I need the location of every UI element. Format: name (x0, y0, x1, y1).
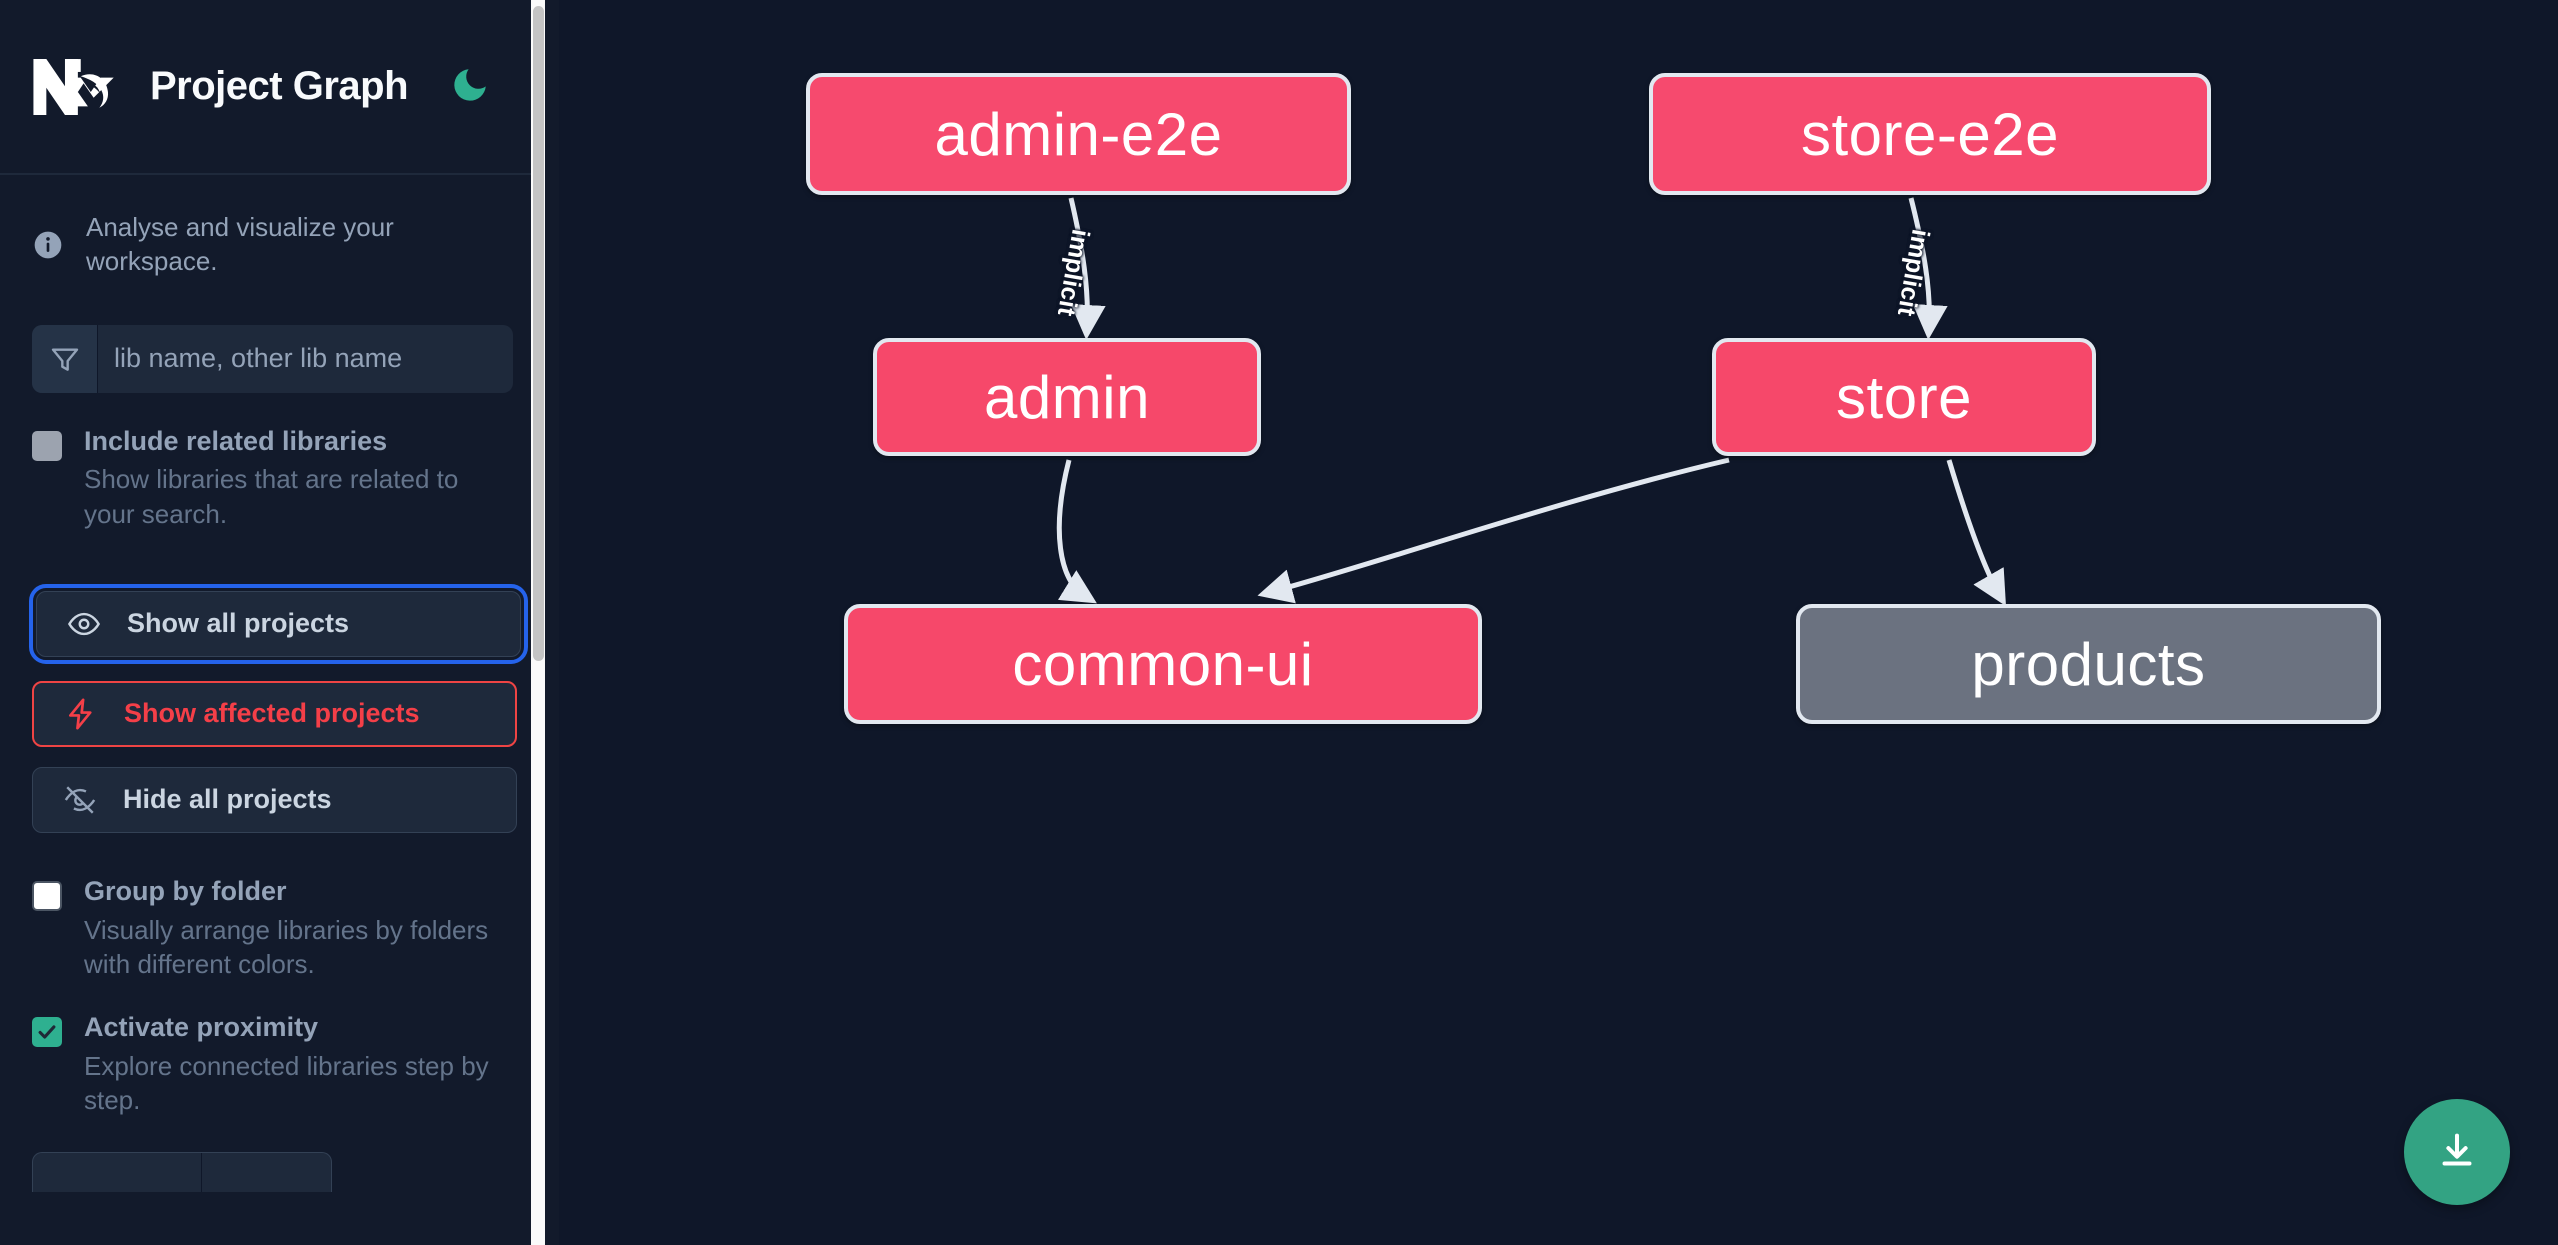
option-group-by-folder[interactable]: Group by folder Visually arrange librari… (32, 875, 513, 981)
nx-logo (32, 56, 118, 118)
sidebar: Project Graph Ana (0, 0, 559, 1245)
sidebar-header: Project Graph (0, 0, 545, 175)
node-label: common-ui (1012, 630, 1314, 698)
workspace-info: Analyse and visualize your workspace. (0, 175, 545, 279)
show-affected-projects-button[interactable]: Show affected projects (32, 680, 517, 747)
graph-node-store[interactable]: store (1712, 338, 2096, 456)
graph-node-common-ui[interactable]: common-ui (844, 604, 1482, 724)
graph-node-admin[interactable]: admin (873, 338, 1261, 456)
checkbox-include-related-libraries[interactable] (32, 430, 62, 461)
show-affected-projects-label: Show affected projects (124, 698, 420, 729)
option-activate-proximity[interactable]: Activate proximity Explore connected lib… (32, 1011, 513, 1117)
option-description: Explore connected libraries step by step… (84, 1051, 489, 1116)
option-description: Show libraries that are related to your … (84, 464, 459, 529)
option-label: Include related libraries (84, 425, 388, 456)
proximity-stepper-partial[interactable] (32, 1151, 332, 1192)
node-label: store (1836, 363, 1972, 431)
node-label: admin-e2e (934, 100, 1223, 168)
sidebar-scrollbar[interactable] (531, 0, 545, 1245)
graph-node-store-e2e[interactable]: store-e2e (1649, 73, 2211, 195)
graph-node-admin-e2e[interactable]: admin-e2e (806, 73, 1351, 195)
checkbox-activate-proximity[interactable] (32, 1017, 62, 1048)
download-icon (2434, 1128, 2480, 1177)
page-title: Project Graph (150, 64, 409, 108)
graph-node-products[interactable]: products (1796, 604, 2381, 724)
option-label: Activate proximity (84, 1012, 319, 1043)
moon-icon (449, 64, 491, 109)
option-include-related-libraries[interactable]: Include related libraries Show libraries… (32, 425, 513, 531)
show-all-projects-label: Show all projects (127, 608, 350, 639)
filter-bar[interactable] (32, 324, 513, 393)
eye-icon (67, 607, 101, 641)
edge-admin-e2e-to-admin (1068, 197, 1106, 340)
graph-canvas[interactable]: admin-e2e store-e2e admin store common-u… (559, 0, 2558, 1245)
show-all-projects-wrapper: Show all projects (29, 583, 528, 664)
option-label: Group by folder (84, 875, 287, 906)
search-input[interactable] (98, 324, 513, 393)
sidebar-scrollbar-thumb[interactable] (533, 6, 544, 661)
edge-store-to-products (1946, 459, 2006, 607)
funnel-icon (32, 324, 98, 393)
info-circle-icon (32, 229, 64, 261)
option-description: Visually arrange libraries by folders wi… (84, 914, 489, 980)
sidebar-body: Include related libraries Show libraries… (0, 324, 545, 1192)
show-all-projects-button[interactable]: Show all projects (29, 583, 528, 664)
download-graph-button[interactable] (2404, 1099, 2510, 1205)
checkbox-group-by-folder[interactable] (32, 880, 62, 911)
hide-all-projects-button[interactable]: Hide all projects (32, 766, 517, 833)
lightning-bolt-icon (64, 697, 98, 731)
node-label: admin (984, 363, 1150, 431)
node-label: store-e2e (1801, 100, 2059, 168)
edge-admin-to-common-ui (1056, 459, 1097, 604)
workspace-info-text: Analyse and visualize your workspace. (86, 212, 394, 276)
graph-edges (1056, 197, 2006, 607)
eye-off-icon (63, 783, 97, 817)
hide-all-projects-label: Hide all projects (123, 784, 332, 815)
node-label: products (1971, 630, 2206, 698)
theme-toggle-button[interactable] (442, 59, 498, 115)
edge-store-e2e-to-store (1908, 197, 1948, 340)
edge-store-to-common-ui (1257, 457, 1730, 604)
